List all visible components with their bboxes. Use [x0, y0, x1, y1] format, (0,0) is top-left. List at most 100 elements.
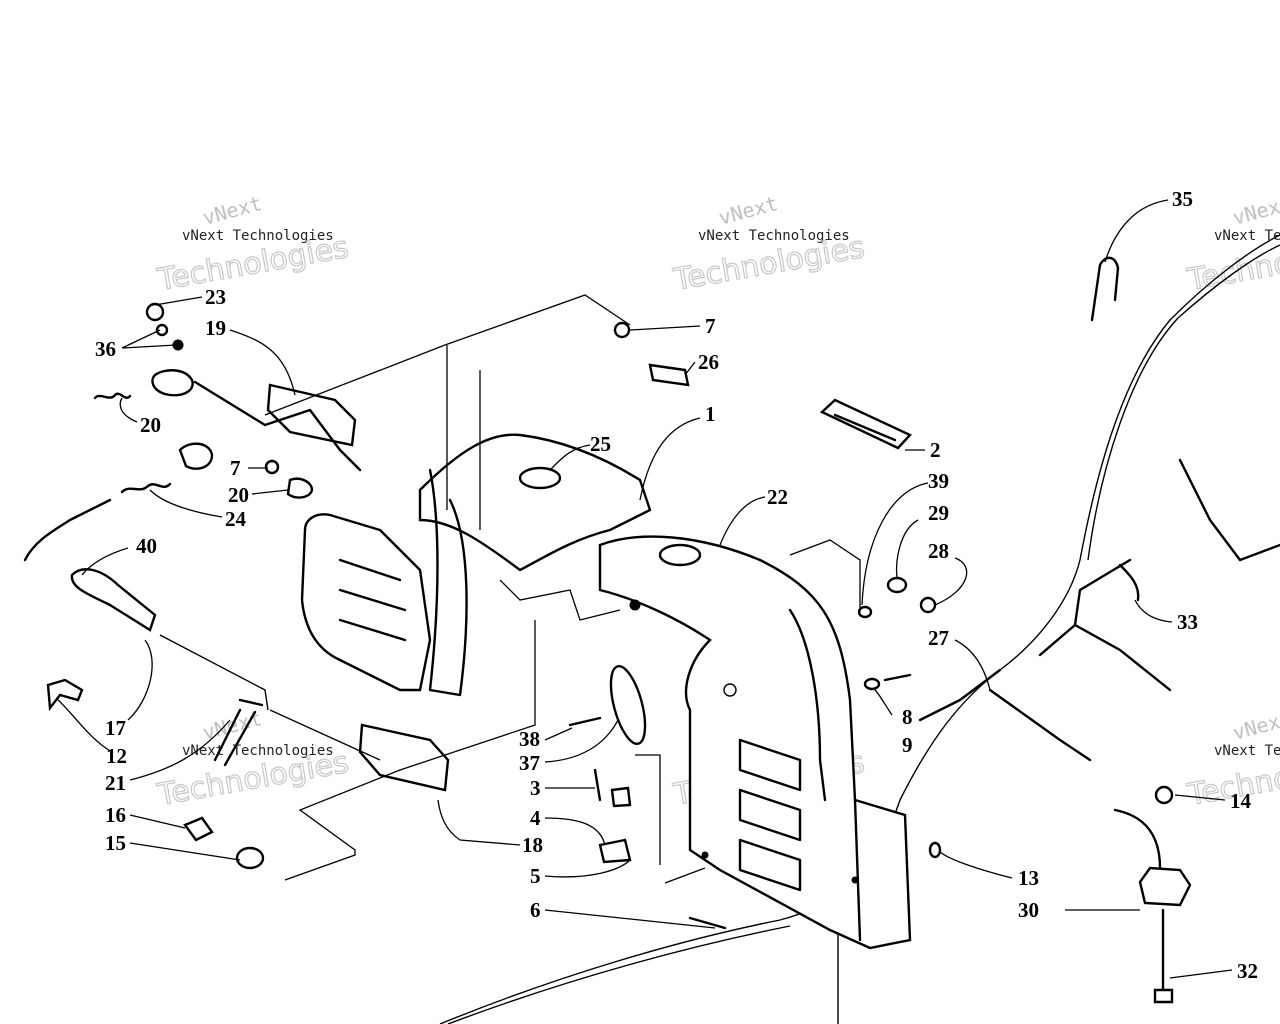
key-12	[46, 678, 84, 712]
guide-8	[269, 709, 381, 761]
guide-6	[635, 754, 661, 865]
leader-25	[549, 444, 591, 471]
leader-39	[861, 482, 929, 606]
leader-13	[939, 851, 1013, 879]
callout-28: 28	[928, 539, 949, 563]
callout-4: 4	[530, 806, 541, 830]
watermark-big: Technolo	[1184, 241, 1280, 298]
callout-6: 6	[530, 898, 541, 922]
socket-24	[178, 442, 214, 470]
washer-9	[863, 677, 881, 691]
left-housing	[300, 513, 432, 692]
watermark-line: vNext Technologies	[182, 228, 334, 244]
key-switch-40	[70, 568, 157, 632]
callout-39: 39	[928, 469, 949, 493]
washer-39	[857, 605, 873, 619]
leader-27	[954, 639, 991, 691]
switch-16	[183, 816, 214, 842]
main-cable-edge	[447, 925, 791, 1024]
screw-3	[593, 768, 602, 802]
nut-7b	[264, 459, 280, 475]
tail-lens-19	[266, 383, 357, 447]
guide-1	[264, 294, 631, 416]
leader-4	[544, 817, 606, 846]
leader-22	[719, 496, 766, 546]
callout-1: 1	[705, 402, 716, 426]
wire-33	[1118, 563, 1140, 602]
nut-14	[1154, 785, 1174, 805]
leader-16	[129, 814, 186, 829]
watermark-3: vNext vNext Te Technolo	[1184, 191, 1280, 299]
callout-27: 27	[928, 626, 949, 650]
right-vents	[738, 738, 802, 892]
callout-18: 18	[522, 833, 543, 857]
callout-13: 13	[1018, 866, 1039, 890]
callout-30: 30	[1018, 898, 1039, 922]
callout-15: 15	[105, 831, 126, 855]
leader-35	[1104, 199, 1169, 263]
leader-17	[127, 639, 153, 721]
callout-12: 12	[106, 744, 127, 768]
washer-29	[886, 576, 908, 594]
leader-1	[639, 417, 701, 501]
nut-28	[919, 596, 937, 614]
callout-37: 37	[519, 751, 540, 775]
guide-2	[446, 345, 481, 530]
grommet-25	[518, 466, 562, 490]
callout-22: 22	[767, 485, 788, 509]
callout-7a: 7	[705, 314, 716, 338]
reflector-lines	[833, 413, 897, 442]
plate-37	[609, 664, 647, 746]
cap-23	[145, 302, 165, 322]
leader-20a	[119, 397, 138, 423]
connector-24	[23, 498, 112, 562]
watermark-short: vNext	[200, 191, 264, 230]
leader-38	[544, 727, 573, 741]
leader-8-9	[874, 689, 893, 716]
callout-33: 33	[1177, 610, 1198, 634]
hood-top	[418, 433, 652, 572]
leader-24	[149, 489, 223, 518]
washer-36a	[155, 323, 169, 337]
callout-20b: 20	[228, 483, 249, 507]
callout-19: 19	[205, 316, 226, 340]
callout-36: 36	[95, 337, 116, 361]
hole	[723, 683, 737, 697]
hole	[629, 599, 641, 611]
wire-20	[193, 380, 362, 472]
leader-20b	[251, 489, 289, 495]
spring-20	[93, 392, 132, 400]
panel-edge	[788, 608, 827, 802]
callout-16: 16	[105, 803, 126, 827]
nut-7	[613, 321, 631, 339]
leader-18	[437, 799, 521, 846]
callout-2: 2	[930, 438, 941, 462]
callout-7b: 7	[230, 456, 241, 480]
callout-5: 5	[530, 864, 541, 888]
clamp-35	[1090, 256, 1120, 322]
leader-6	[544, 909, 716, 929]
guide-4	[284, 620, 536, 881]
watermark-1: vNext vNext Technologies Technologies	[154, 191, 352, 299]
leader-29	[895, 519, 919, 579]
callout-32: 32	[1237, 959, 1258, 983]
leader-26	[684, 361, 696, 376]
front-face-edge	[853, 798, 862, 942]
right-panel	[598, 535, 912, 950]
leader-7a	[629, 325, 701, 331]
leader-36	[121, 329, 177, 349]
callout-17: 17	[105, 716, 126, 740]
switch-26	[648, 363, 690, 387]
callout-25: 25	[590, 432, 611, 456]
wire-30	[1113, 808, 1162, 870]
guide-7	[664, 867, 706, 884]
left-vents	[338, 558, 407, 642]
cable-edge	[1087, 244, 1280, 561]
callout-29: 29	[928, 501, 949, 525]
leader-12	[57, 699, 113, 753]
callout-21: 21	[105, 771, 126, 795]
screw-8	[883, 673, 912, 682]
callout-40: 40	[136, 534, 157, 558]
leader-33	[1134, 599, 1173, 623]
hole	[701, 851, 709, 859]
